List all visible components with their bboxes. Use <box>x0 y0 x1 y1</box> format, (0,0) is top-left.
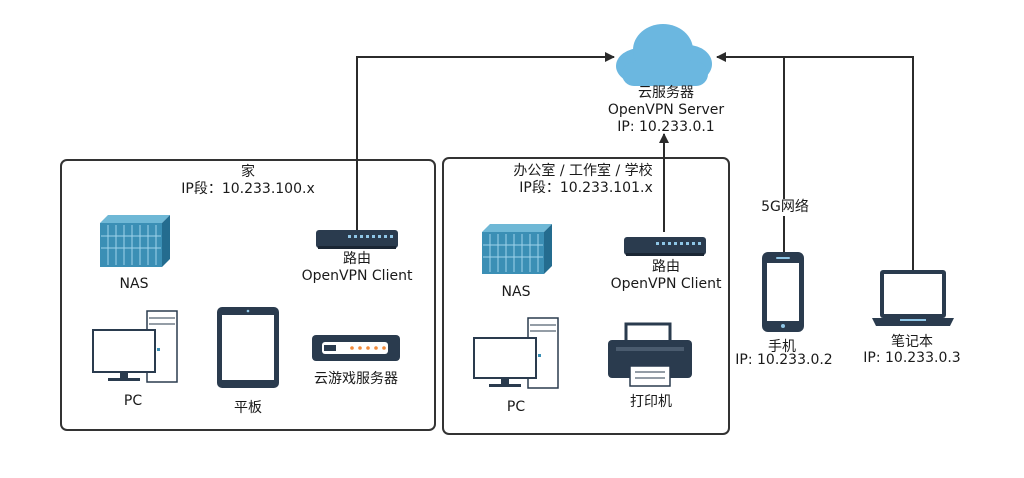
laptop-ip: IP: 10.233.0.3 <box>863 350 961 366</box>
office-router-label: 路由 <box>652 259 680 275</box>
office-subnet: IP段：10.233.101.x <box>519 180 653 196</box>
cloud-server-ip: IP: 10.233.0.1 <box>617 119 715 135</box>
router-icon <box>316 230 398 249</box>
connector-phone-to-cloud <box>716 52 785 252</box>
home-nas-label: NAS <box>119 276 149 292</box>
home-subnet: IP段：10.233.100.x <box>181 181 315 197</box>
laptop-label: 笔记本 <box>891 334 933 350</box>
desktop-pc-icon <box>92 310 178 383</box>
connector-home-router-to-cloud <box>356 52 615 230</box>
phone-label: 手机 <box>768 339 796 355</box>
nas-icon <box>100 215 170 267</box>
home-router-software: OpenVPN Client <box>301 268 413 284</box>
office-title: 办公室 / 工作室 / 学校 <box>513 163 653 179</box>
cloud-server-label: 云服务器 <box>638 85 694 101</box>
office-network-box <box>442 157 730 435</box>
home-game-server-label: 云游戏服务器 <box>314 371 398 387</box>
home-tablet-label: 平板 <box>234 400 262 416</box>
office-pc-label: PC <box>506 399 526 415</box>
office-router-software: OpenVPN Client <box>610 276 722 292</box>
office-nas-label: NAS <box>501 284 531 300</box>
phone-icon <box>762 252 804 332</box>
laptop-icon <box>872 270 954 326</box>
cloud-icon <box>616 24 712 86</box>
network-5g-label: 5G网络 <box>759 199 811 216</box>
phone-ip: IP: 10.233.0.2 <box>735 352 833 368</box>
router-icon <box>624 237 706 256</box>
desktop-pc-icon <box>473 317 559 389</box>
cloud-server-software: OpenVPN Server <box>607 102 725 118</box>
nas-icon <box>482 224 552 274</box>
printer-icon <box>608 322 692 387</box>
home-title: 家 <box>241 164 255 180</box>
tablet-icon <box>217 307 279 388</box>
game-server-icon <box>312 335 400 361</box>
home-router-label: 路由 <box>343 251 371 267</box>
connector-laptop-to-cloud <box>784 56 914 270</box>
office-printer-label: 打印机 <box>630 394 672 410</box>
home-pc-label: PC <box>123 393 143 409</box>
home-network-box <box>60 159 436 431</box>
